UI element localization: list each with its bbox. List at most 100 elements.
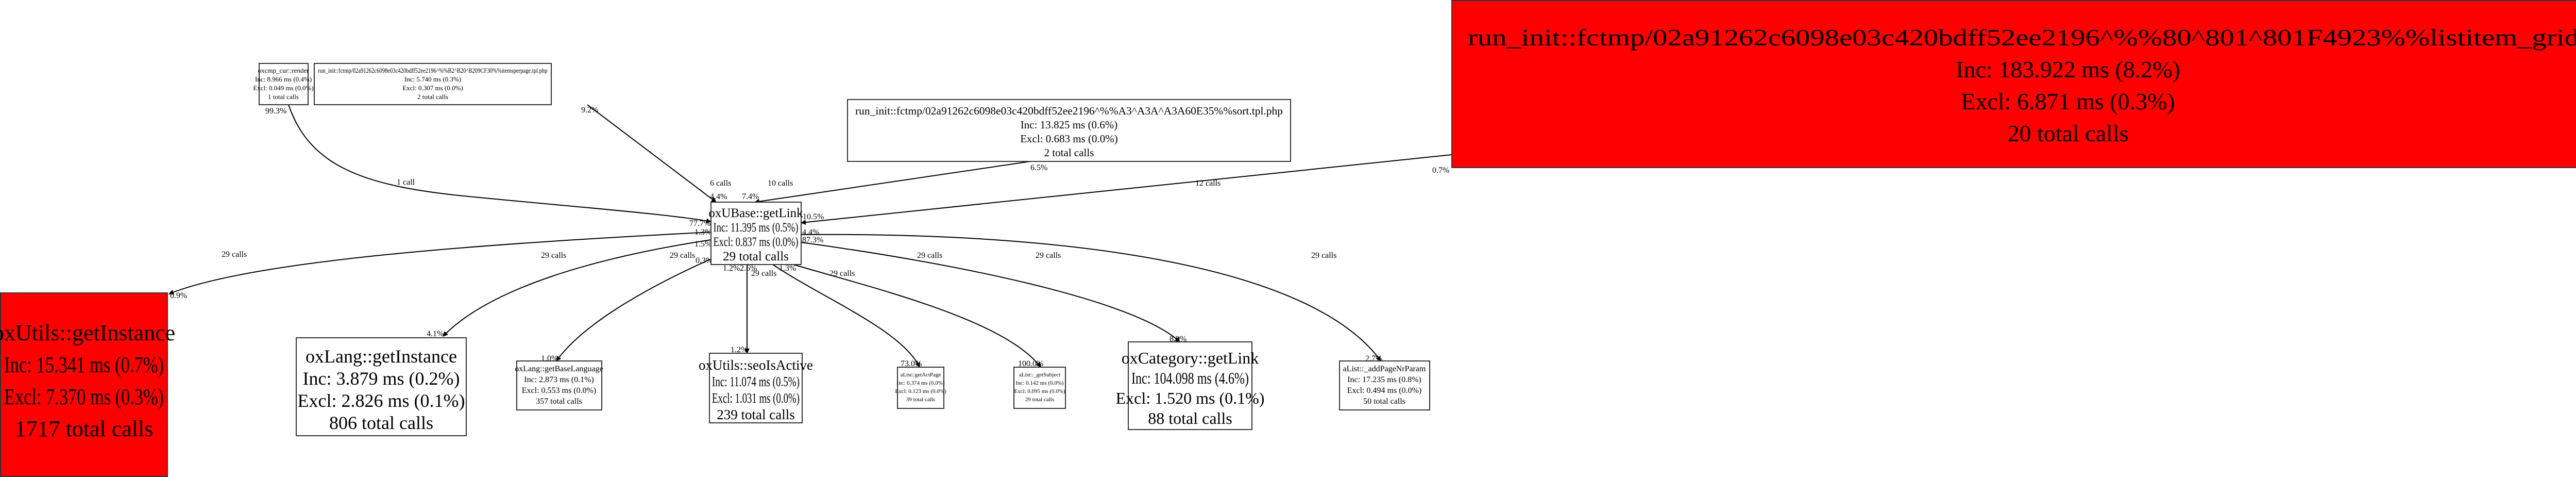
node-excl: Excl: 7.370 ms (0.3%): [4, 384, 164, 409]
node-calls: 29 total calls: [723, 250, 789, 264]
edge-head-label: 73.0%: [901, 359, 922, 368]
node-oxlang-getinstance[interactable]: oxLang::getInstance Inc: 3.879 ms (0.2%)…: [296, 337, 467, 436]
node-inc: Inc: 15.341 ms (0.7%): [4, 352, 164, 377]
node-name: oxUtils::seoIsActive: [699, 357, 813, 373]
node-calls: 1 total calls: [268, 93, 299, 101]
node-inc: Inc: 104.098 ms (4.6%): [1131, 369, 1249, 387]
edge-sort-getlink: 6.5% 10 calls 7.4%: [742, 161, 1047, 204]
edge-calls-label: 29 calls: [1311, 251, 1336, 260]
node-itemsperpage-tpl[interactable]: run_init::fctmp/02a91262c6098e03c420bdff…: [314, 63, 552, 105]
edge-head-label: 4.1%: [427, 330, 444, 338]
edge-tail-label: 0.7%: [1432, 166, 1449, 175]
edge-tail-label: 1.5%: [694, 240, 711, 249]
node-name: oxLang::getInstance: [306, 346, 457, 367]
node-calls: 2 total calls: [417, 93, 448, 101]
edge-head-label: 7.4%: [742, 192, 759, 201]
node-alist-getactpage[interactable]: aList::getActPage Inc: 0.374 ms (0.0%) E…: [895, 367, 946, 409]
node-calls: 2 total calls: [1044, 146, 1094, 159]
node-excl: Excl: 1.031 ms (0.0%): [712, 390, 800, 406]
node-inc: Inc: 13.825 ms (0.6%): [1021, 119, 1117, 131]
node-name: aList::_addPageNrParam: [1343, 365, 1426, 373]
edge-getlink-utils-getinstance: 29 calls 1.3% 0.9%: [168, 228, 711, 300]
node-oxcmp-cur-render[interactable]: oxcmp_cur::render Inc: 8.966 ms (0.4%) E…: [253, 63, 314, 105]
node-calls: 50 total calls: [1363, 397, 1405, 406]
node-excl: Excl: 0.095 ms (0.0%): [1014, 388, 1065, 394]
node-inc: Inc: 5.740 ms (0.3%): [404, 75, 461, 83]
node-name: oxcmp_cur::render: [258, 67, 310, 74]
node-excl: Excl: 0.307 ms (0.0%): [402, 84, 463, 92]
node-excl: Excl: 0.837 ms (0.0%): [714, 235, 799, 249]
node-inc: Inc: 11.395 ms (0.5%): [714, 221, 799, 235]
node-name: aList::_getSubject: [1019, 372, 1060, 378]
node-name: oxLang::getBaseLanguage: [515, 365, 603, 373]
edge-head-label: 4.4%: [710, 192, 727, 201]
node-inc: Inc: 0.374 ms (0.0%): [896, 380, 945, 386]
node-calls: 29 total calls: [1025, 397, 1054, 403]
edge-head-label: 10.5%: [803, 212, 824, 221]
edge-getlink-lang-getinstance: 29 calls 1.5% 4.1%: [427, 239, 711, 338]
edge-tail-label: 6.5%: [1030, 163, 1047, 172]
node-name: run_init::fctmp/02a91262c6098e03c420bdff…: [855, 105, 1283, 117]
edge-calls-label: 29 calls: [541, 251, 566, 260]
node-alist-addpagenrparam[interactable]: aList::_addPageNrParam Inc: 17.235 ms (0…: [1339, 360, 1430, 410]
edge-calls-label: 29 calls: [751, 269, 776, 278]
edge-calls-label: 29 calls: [1036, 251, 1061, 260]
edge-getlink-actpage: 29 calls 2.6% 73.0%: [740, 264, 922, 368]
edge-calls-label: 6 calls: [710, 179, 731, 188]
edge-head-label: 100.0%: [1018, 359, 1043, 368]
edge-tail-label: 0.3%: [696, 256, 713, 265]
node-name: oxCategory::getLink: [1122, 349, 1259, 367]
edge-calls-label: 1 call: [397, 178, 415, 187]
node-oxcategory-getlink[interactable]: oxCategory::getLink Inc: 104.098 ms (4.6…: [1116, 341, 1265, 430]
node-name: run_init::fctmp/02a91262c6098e03c420bdff…: [1468, 24, 2576, 51]
edge-tail-label: 1.2%: [723, 264, 740, 273]
node-calls: 239 total calls: [717, 407, 794, 422]
edge-itemsperpage-getlink: 9.2% 6 calls 4.4%: [581, 104, 731, 203]
node-excl: Excl: 0.553 ms (0.0%): [522, 386, 596, 395]
edge-tail-label: 2.6%: [740, 264, 757, 273]
node-calls: 806 total calls: [329, 413, 433, 433]
node-inc: Inc: 11.074 ms (0.5%): [712, 374, 800, 389]
node-name: run_init::fctmp/02a91262c6098e03c420bdff…: [318, 67, 548, 74]
edge-calls-label: 29 calls: [670, 251, 695, 260]
edge-tail-label: 4.4%: [802, 228, 819, 237]
node-listitem-grid-tpl[interactable]: run_init::fctmp/02a91262c6098e03c420bdff…: [1451, 0, 2576, 168]
edge-tail-label: 99.3%: [265, 107, 286, 116]
edge-tail-label: 87.3%: [802, 236, 823, 244]
node-sort-tpl[interactable]: run_init::fctmp/02a91262c6098e03c420bdff…: [847, 99, 1291, 162]
edge-calls-label: 10 calls: [768, 179, 793, 188]
edge-listitem-getlink: 0.7% 12 calls 10.5%: [801, 154, 1452, 225]
node-inc: Inc: 8.966 ms (0.4%): [255, 75, 312, 83]
node-alist-getsubject[interactable]: aList::_getSubject Inc: 0.142 ms (0.0%) …: [1013, 367, 1066, 409]
node-inc: Inc: 183.922 ms (8.2%): [1956, 56, 2180, 83]
node-name: oxUBase::getLink: [708, 206, 803, 220]
node-inc: Inc: 3.879 ms (0.2%): [303, 368, 460, 389]
edge-getlink-seoisactive: 29 calls 1.2% 1.2%: [723, 264, 776, 354]
edge-calls-label: 12 calls: [1195, 179, 1221, 188]
edge-calls-label: 29 calls: [917, 251, 942, 260]
node-oxutils-seoisactive[interactable]: oxUtils::seoIsActive Inc: 11.074 ms (0.5…: [699, 353, 813, 423]
edge-tail-label: 1.3%: [779, 264, 796, 273]
node-oxubase-getlink[interactable]: oxUBase::getLink Inc: 11.395 ms (0.5%) E…: [708, 202, 803, 265]
node-excl: Excl: 2.826 ms (0.1%): [298, 390, 465, 411]
node-inc: Inc: 0.142 ms (0.0%): [1015, 380, 1064, 386]
node-inc: Inc: 2.873 ms (0.1%): [524, 375, 594, 384]
edge-getlink-getsubject: 29 calls 1.3% 100.0%: [779, 251, 1043, 368]
edge-head-label: 77.7%: [689, 219, 710, 228]
edge-tail-label: 1.3%: [694, 228, 711, 237]
node-calls: 357 total calls: [536, 397, 582, 406]
edge-head-label: 1.2%: [731, 346, 748, 354]
node-excl: Excl: 6.871 ms (0.3%): [1961, 88, 2175, 114]
edge-head-label: 8.9%: [1170, 335, 1187, 343]
node-oxutils-getinstance[interactable]: oxUtils::getInstance Inc: 15.341 ms (0.7…: [0, 292, 175, 477]
node-excl: Excl: 0.049 ms (0.0%): [253, 84, 313, 92]
node-excl: Excl: 1.520 ms (0.1%): [1116, 389, 1265, 407]
node-excl: Excl: 0.123 ms (0.0%): [895, 388, 946, 394]
node-calls: 1717 total calls: [15, 416, 154, 441]
node-calls: 88 total calls: [1148, 409, 1232, 427]
edge-tail-label: 9.2%: [581, 106, 598, 114]
node-oxlang-getbaselanguage[interactable]: oxLang::getBaseLanguage Inc: 2.873 ms (0…: [515, 360, 603, 410]
edge-calls-label: 29 calls: [829, 269, 855, 278]
edge-getlink-addpagenrparam: 29 calls 4.4% 2.7%: [801, 228, 1382, 363]
